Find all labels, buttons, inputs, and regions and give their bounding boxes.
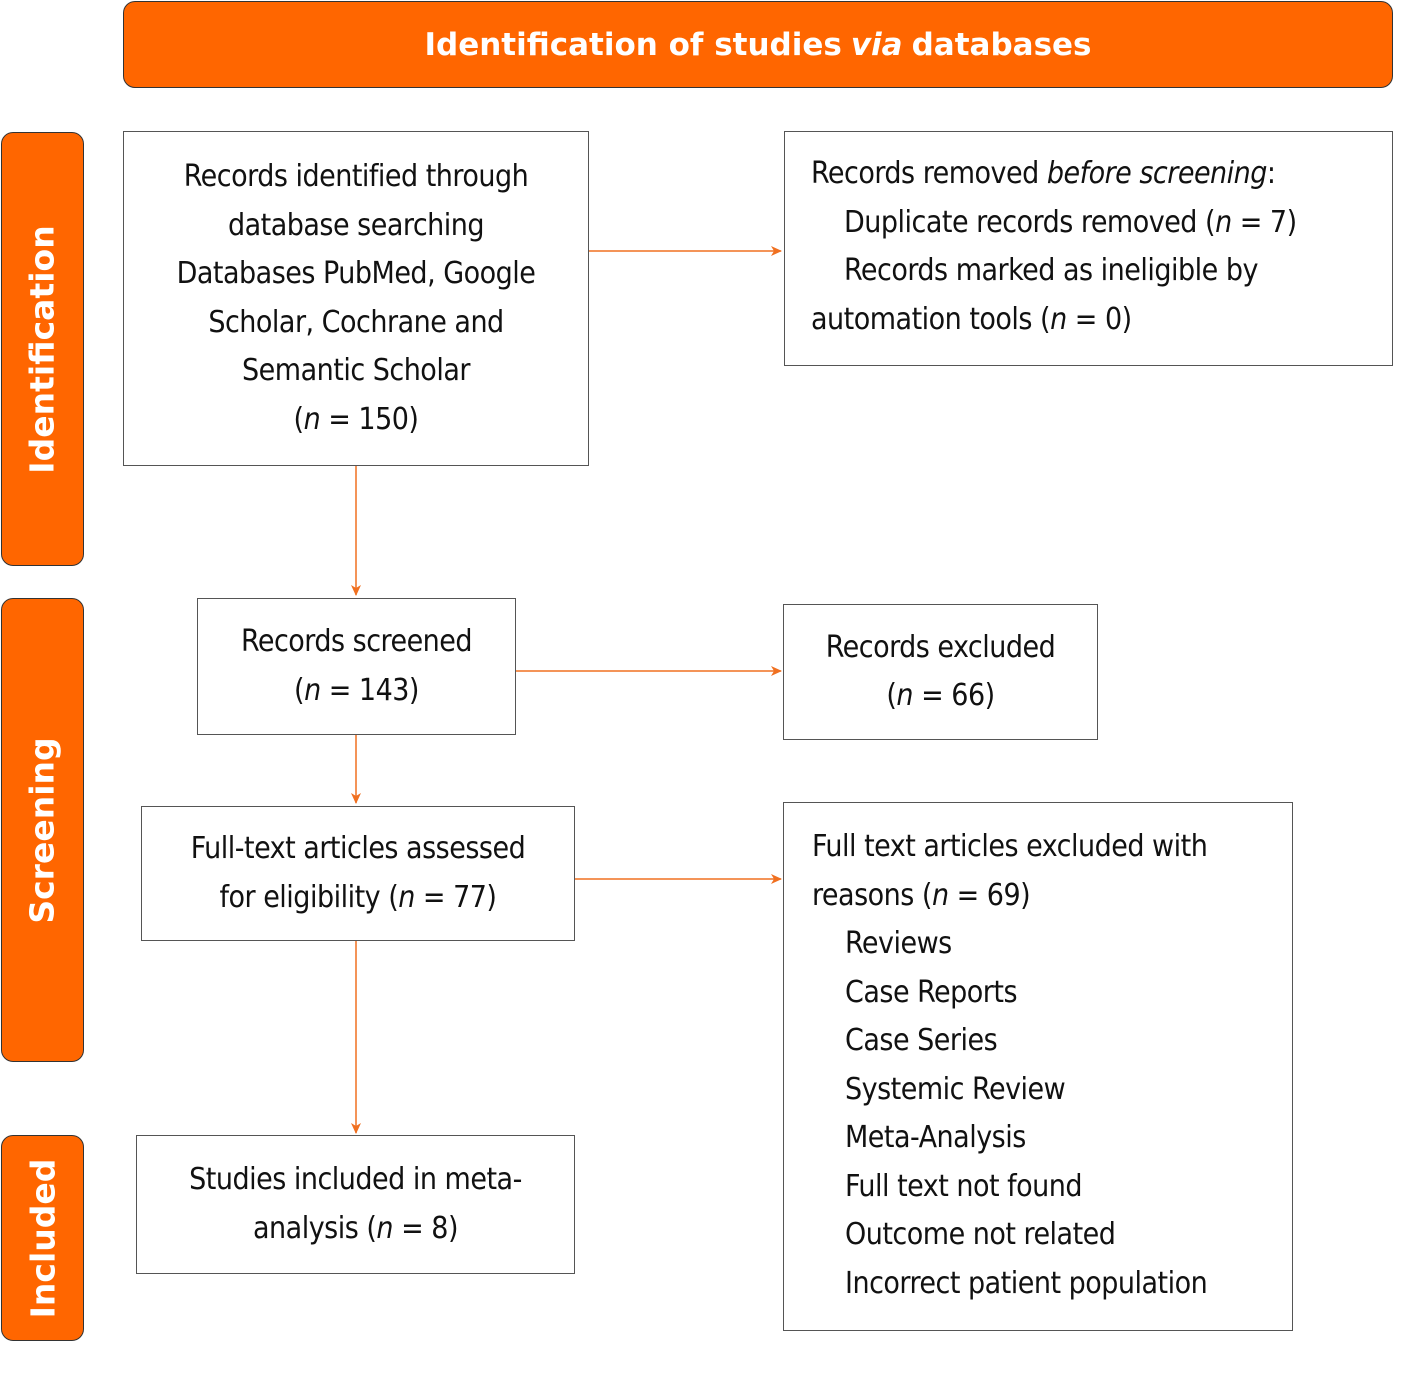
exclusion-reason: Reviews [845,926,952,961]
removed-duplicates: Duplicate records removed (n = 7) [844,204,1297,240]
included-title: Studies included in meta- [189,1162,522,1197]
identified-count: (n = 150) [293,401,419,437]
exclusion-reason: Meta-Analysis [845,1120,1026,1155]
phase-identification: Identification [1,132,84,566]
exclusion-reason: Outcome not related [845,1217,1116,1252]
included-count: analysis (n = 8) [253,1210,458,1246]
exclusion-reason: Case Series [845,1023,998,1058]
exclusion-reason: Systemic Review [845,1071,1066,1107]
box-records-screened: Records screened (n = 143) [197,598,516,735]
exclusion-reason: Case Reports [845,974,1018,1010]
assessed-title: Full-text articles assessed [190,831,526,866]
header-italic: via [850,26,903,63]
removed-ineligible-line1: Records marked as ineligible by [844,253,1258,288]
header-suffix: databases [911,26,1092,63]
box-fulltext-excluded: Full text articles excluded with reasons… [783,802,1293,1331]
fulltext-excluded-count: reasons (n = 69) [812,877,1031,913]
assessed-count: for eligibility (n = 77) [219,879,497,915]
box-records-removed: Records removed before screening: Duplic… [784,131,1393,366]
removed-title: Records removed before screening: [811,156,1276,191]
box-records-identified: Records identified through database sear… [123,131,589,466]
identified-line: Scholar, Cochrane and [208,304,504,340]
box-records-excluded: Records excluded (n = 66) [783,604,1098,740]
header-banner: Identification of studies via databases [123,1,1393,88]
identified-line: Semantic Scholar [242,353,470,388]
identified-line: Records identified through [183,159,529,194]
fulltext-excluded-title: Full text articles excluded with [812,829,1208,864]
excluded-count: (n = 66) [886,678,995,713]
box-fulltext-assessed: Full-text articles assessed for eligibil… [141,806,575,941]
phase-screening: Screening [1,598,84,1062]
removed-ineligible-line2: automation tools (n = 0) [811,301,1132,337]
identified-line: Databases PubMed, Google [176,256,536,291]
screened-count: (n = 143) [294,672,419,708]
header-prefix: Identification of studies [424,26,842,63]
phase-included: Included [1,1135,84,1341]
screened-title: Records screened [240,624,473,659]
excluded-title: Records excluded [825,629,1056,665]
identified-line: database searching [227,207,485,243]
exclusion-reason: Full text not found [845,1168,1082,1204]
box-studies-included: Studies included in meta- analysis (n = … [136,1135,575,1274]
exclusion-reason: Incorrect patient population [845,1265,1208,1301]
